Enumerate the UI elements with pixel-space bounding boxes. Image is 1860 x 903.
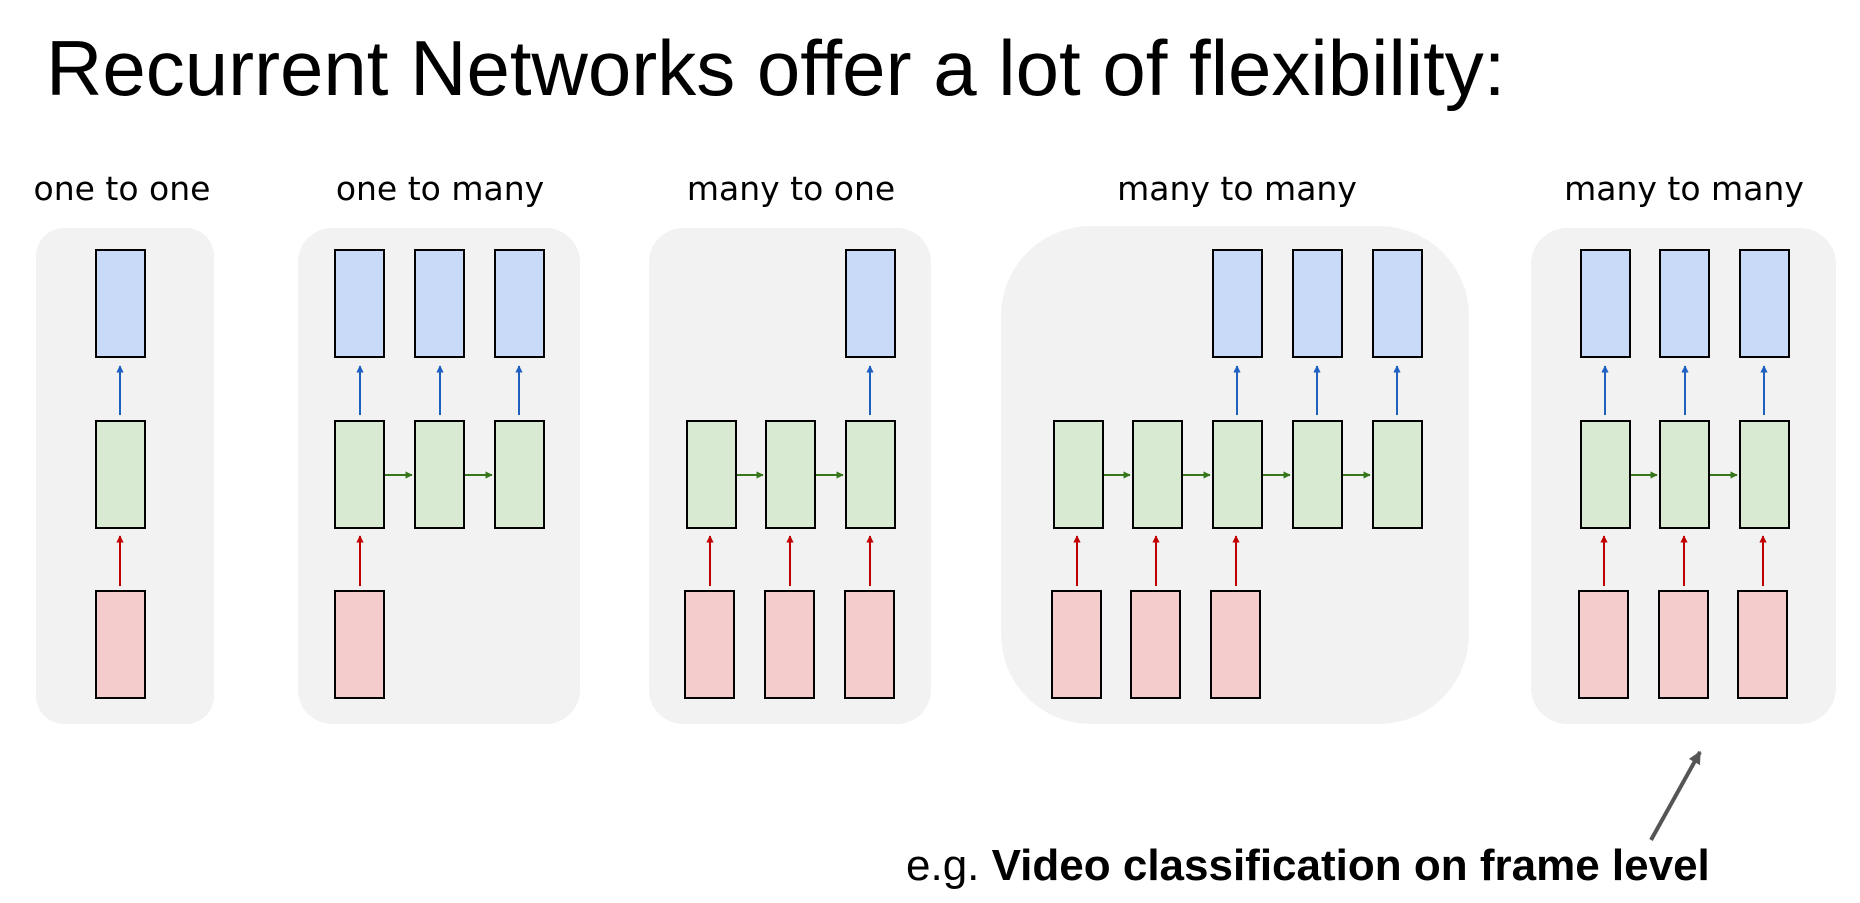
output-box: [334, 249, 385, 358]
hidden-box: [1739, 420, 1790, 529]
input-box: [1051, 590, 1102, 699]
input-box: [1210, 590, 1261, 699]
output-box: [1659, 249, 1710, 358]
input-box: [95, 590, 146, 699]
panel-many-to-many-synced: many to many: [1531, 169, 1836, 724]
hidden-box: [1372, 420, 1423, 529]
output-box: [414, 249, 465, 358]
input-box: [1578, 590, 1629, 699]
hidden-box: [95, 420, 146, 529]
input-box: [1737, 590, 1788, 699]
panel-many-to-many-delayed: many to many: [1001, 169, 1469, 724]
panel-label: many to many: [1564, 169, 1804, 208]
panel-one-to-many: one to many: [298, 169, 580, 724]
input-box: [334, 590, 385, 699]
hidden-box: [494, 420, 545, 529]
output-box: [1739, 249, 1790, 358]
output-box: [1372, 249, 1423, 358]
hidden-box: [1212, 420, 1263, 529]
hidden-box: [686, 420, 737, 529]
hidden-box: [1053, 420, 1104, 529]
hidden-box: [765, 420, 816, 529]
hidden-box: [845, 420, 896, 529]
panel-many-to-one: many to one: [649, 169, 931, 724]
hidden-box: [334, 420, 385, 529]
panel-label: one to one: [34, 169, 211, 208]
panel-label: many to one: [687, 169, 895, 208]
output-box: [1580, 249, 1631, 358]
output-box: [494, 249, 545, 358]
input-box: [844, 590, 895, 699]
pointer-arrow: [1649, 750, 1702, 841]
input-box: [764, 590, 815, 699]
hidden-box: [1659, 420, 1710, 529]
slide-title: Recurrent Networks offer a lot of flexib…: [46, 24, 1506, 112]
panel-one-to-one: one to one: [34, 169, 214, 724]
output-box: [845, 249, 896, 358]
caption-prefix: e.g.: [906, 841, 980, 890]
panel-label: one to many: [336, 169, 544, 208]
input-box: [1130, 590, 1181, 699]
hidden-box: [1292, 420, 1343, 529]
hidden-box: [1580, 420, 1631, 529]
caption: e.g. Video classification on frame level: [906, 840, 1710, 892]
hidden-box: [414, 420, 465, 529]
output-box: [1292, 249, 1343, 358]
output-box: [95, 249, 146, 358]
hidden-box: [1132, 420, 1183, 529]
output-box: [1212, 249, 1263, 358]
panel-label: many to many: [1117, 169, 1357, 208]
input-box: [1658, 590, 1709, 699]
caption-emphasis: Video classification on frame level: [991, 841, 1710, 890]
input-box: [684, 590, 735, 699]
